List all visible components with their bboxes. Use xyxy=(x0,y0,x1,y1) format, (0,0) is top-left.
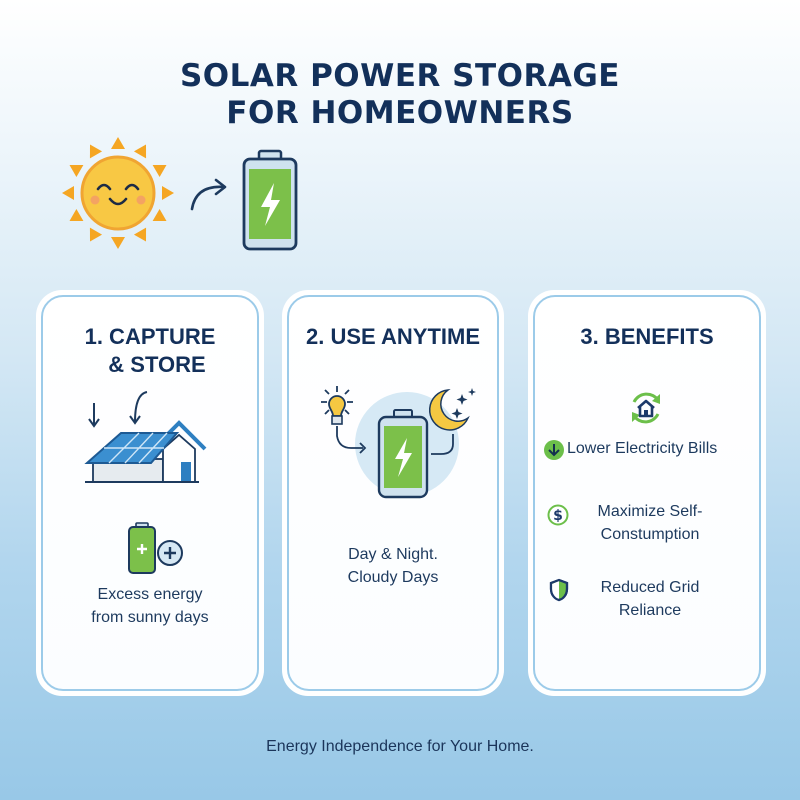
card-title: 2. USE ANYTIME xyxy=(306,324,480,349)
card-title: 3. BENEFITS xyxy=(580,324,714,349)
title-line-2: FOR HOMEOWNERS xyxy=(226,95,574,131)
moon-stars-icon xyxy=(428,388,476,431)
card-benefits: 3. BENEFITS Lower Electricity Bills $ Ma… xyxy=(528,290,766,696)
hero-illustration xyxy=(60,130,320,260)
card-description: Excess energy from sunny days xyxy=(91,586,209,626)
day-night-illustration xyxy=(321,386,476,499)
title-line-1: SOLAR POWER STORAGE xyxy=(179,58,620,94)
battery-plus-icon xyxy=(128,522,183,574)
card-description: Day & Night. Cloudy Days xyxy=(347,546,439,586)
battery-bolt-icon xyxy=(377,409,454,499)
footer-tagline: Energy Independence for Your Home. xyxy=(266,738,534,755)
charged-battery-icon xyxy=(242,149,298,251)
svg-text:$: $ xyxy=(553,508,563,524)
house-cycle-icon xyxy=(632,392,660,424)
page-title: SOLAR POWER STORAGE FOR HOMEOWNERS xyxy=(0,58,800,132)
solar-house-icon xyxy=(84,391,207,483)
arrow-down-icon xyxy=(544,440,564,460)
shield-icon xyxy=(549,578,569,602)
smiling-sun-icon xyxy=(62,137,174,249)
card-title: 1. CAPTURE & STORE xyxy=(84,324,216,377)
curved-arrow-icon xyxy=(190,178,227,211)
lightbulb-icon xyxy=(321,386,367,454)
card-capture-store: 1. CAPTURE & STORE Excess energy from su xyxy=(36,290,264,696)
dollar-icon: $ xyxy=(547,504,569,526)
card-use-anytime: 2. USE ANYTIME xyxy=(282,290,504,696)
